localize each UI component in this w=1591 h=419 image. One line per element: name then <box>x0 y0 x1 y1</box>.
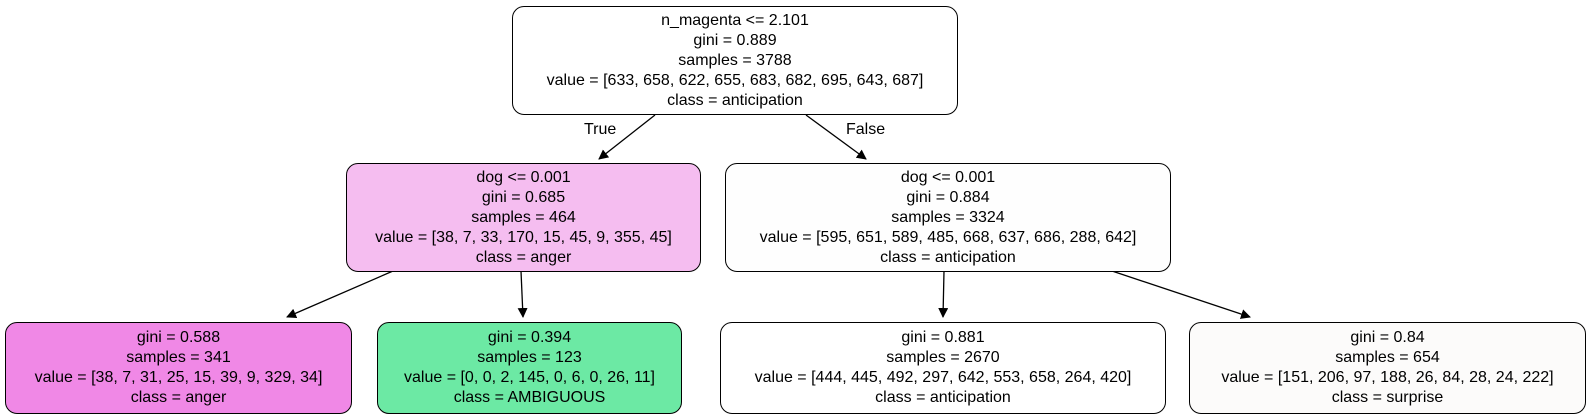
node-gini: gini = 0.889 <box>693 31 777 49</box>
node-value: value = [151, 206, 97, 188, 26, 84, 28, … <box>1221 369 1554 386</box>
node-class: class = AMBIGUOUS <box>453 389 606 406</box>
edge-label-false: False <box>846 121 886 138</box>
leaf-node-2: gini = 0.394 samples = 123 value = [0, 0… <box>377 322 682 414</box>
node-gini: gini = 0.588 <box>136 329 221 346</box>
node-split: dog <= 0.001 <box>476 168 571 186</box>
node-value: value = [444, 445, 492, 297, 642, 553, 6… <box>754 369 1132 386</box>
root-node: n_magenta <= 2.101 gini = 0.889 samples … <box>512 6 958 115</box>
node-class: class = surprise <box>1331 389 1444 406</box>
node-value: value = [0, 0, 2, 145, 0, 6, 0, 26, 11] <box>404 369 655 386</box>
edge-right-leaf4 <box>1111 270 1251 319</box>
node-value: value = [595, 651, 589, 485, 668, 637, 6… <box>759 228 1137 246</box>
edge-right-leaf3 <box>938 270 949 318</box>
node-split: n_magenta <= 2.101 <box>661 11 809 29</box>
leaf-node-1: gini = 0.588 samples = 341 value = [38, … <box>5 322 352 414</box>
leaf-node-3: gini = 0.881 samples = 2670 value = [444… <box>720 322 1166 414</box>
node-samples: samples = 341 <box>126 349 231 366</box>
node-split: dog <= 0.001 <box>900 168 996 186</box>
node-class: class = anticipation <box>880 248 1016 266</box>
node-samples: samples = 2670 <box>886 349 1000 366</box>
node-value: value = [633, 658, 622, 655, 683, 682, 6… <box>546 71 924 89</box>
node-samples: samples = 464 <box>471 208 576 226</box>
right-node: dog <= 0.001 gini = 0.884 samples = 3324… <box>725 163 1171 272</box>
edge-left-leaf1 <box>286 270 394 319</box>
node-samples: samples = 123 <box>477 349 582 366</box>
edge-label-true: True <box>584 121 617 138</box>
edge-root-left <box>598 114 656 160</box>
node-samples: samples = 654 <box>1335 349 1440 366</box>
node-gini: gini = 0.84 <box>1350 329 1425 346</box>
leaf-node-4: gini = 0.84 samples = 654 value = [151, … <box>1189 322 1586 414</box>
node-gini: gini = 0.884 <box>906 188 990 206</box>
left-node: dog <= 0.001 gini = 0.685 samples = 464 … <box>346 163 701 272</box>
edge-root-right <box>805 114 867 160</box>
node-class: class = anger <box>130 389 227 406</box>
node-class: class = anticipation <box>667 91 803 109</box>
node-class: class = anticipation <box>875 389 1011 406</box>
node-value: value = [38, 7, 33, 170, 15, 45, 9, 355,… <box>375 228 672 246</box>
node-gini: gini = 0.685 <box>481 188 566 206</box>
node-gini: gini = 0.394 <box>487 329 572 346</box>
edge-left-leaf2 <box>517 270 528 318</box>
node-samples: samples = 3324 <box>891 208 1005 226</box>
node-samples: samples = 3788 <box>678 51 792 69</box>
node-value: value = [38, 7, 31, 25, 15, 39, 9, 329, … <box>34 369 323 386</box>
node-gini: gini = 0.881 <box>901 329 985 346</box>
node-class: class = anger <box>475 248 572 266</box>
